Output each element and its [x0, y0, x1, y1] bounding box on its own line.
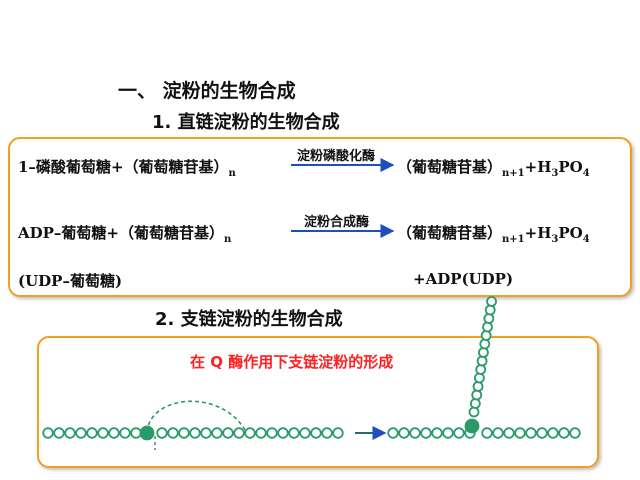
reaction1-reactants: 1–磷酸葡萄糖+（葡萄糖苷基）n	[18, 156, 236, 179]
glucose-unit	[53, 427, 65, 439]
glucose-unit	[476, 355, 488, 367]
glucose-unit	[310, 427, 322, 439]
glucose-unit	[200, 427, 212, 439]
glucose-unit	[484, 304, 496, 316]
glucose-unit	[266, 427, 278, 439]
glucose-unit	[468, 406, 480, 418]
glucose-unit	[130, 427, 142, 439]
reaction1-enzyme: 淀粉磷酸化酶	[297, 149, 376, 164]
glucose-unit	[42, 427, 54, 439]
glucose-unit	[473, 372, 485, 384]
reaction2-reactants: ADP–葡萄糖+（葡萄糖苷基）n	[18, 222, 231, 245]
section-heading-main: 一、 淀粉的生物合成	[118, 80, 296, 102]
reaction1-product-h: +H	[524, 158, 552, 176]
glucose-unit	[479, 338, 491, 350]
reaction2-alt-reactant: (UDP–葡萄糖)	[18, 272, 123, 290]
glucose-unit	[288, 427, 300, 439]
glucose-unit	[486, 296, 497, 307]
branch-point-unit	[139, 425, 155, 441]
glucose-unit	[475, 364, 487, 375]
reaction1-product-po: PO	[558, 158, 583, 176]
glucose-unit	[442, 427, 454, 439]
reaction1-product-sub2: 4	[582, 168, 590, 179]
reaction1-left-text: 1–磷酸葡萄糖+（葡萄糖苷基）	[18, 158, 229, 176]
glucose-unit	[277, 427, 289, 439]
glucose-unit	[299, 427, 311, 439]
transfer-curve	[146, 400, 246, 433]
glucose-unit	[569, 427, 581, 439]
reaction1-products: （葡萄糖苷基）n+1+H3PO4	[397, 156, 590, 179]
glucose-unit	[514, 427, 526, 439]
glucose-unit	[471, 389, 483, 401]
glucose-unit	[492, 427, 504, 439]
glucose-unit	[431, 427, 443, 439]
section-heading-linear: 1. 直链淀粉的生物合成	[152, 112, 340, 133]
glucose-unit	[321, 427, 333, 439]
reaction2-product-sub1: 3	[551, 234, 559, 245]
glucose-unit	[211, 427, 223, 439]
glucose-unit	[420, 427, 432, 439]
glucose-unit	[409, 427, 421, 439]
glucose-unit	[482, 321, 493, 333]
reaction1-right-text: （葡萄糖苷基）	[397, 158, 503, 176]
glucose-unit	[119, 427, 131, 439]
glucose-unit	[332, 427, 344, 439]
glucose-unit	[536, 427, 548, 439]
glucose-unit	[387, 427, 399, 439]
glucose-unit	[222, 427, 234, 439]
glucose-unit	[167, 427, 179, 439]
section-heading-branch: 2. 支链淀粉的生物合成	[155, 309, 343, 330]
reaction2-left-sub: n	[224, 234, 232, 245]
glucose-unit	[64, 427, 76, 439]
glucose-unit	[398, 427, 410, 439]
glucose-unit	[233, 427, 245, 439]
glucose-unit	[178, 427, 190, 439]
reaction1-right-sub: n+1	[502, 168, 525, 179]
branch-point-unit	[464, 418, 480, 434]
glucose-unit	[472, 381, 484, 392]
glucose-unit	[481, 427, 493, 439]
reaction2-alt-product: +ADP(UDP)	[413, 270, 514, 288]
glucose-unit	[244, 427, 256, 439]
glucose-unit	[483, 313, 495, 324]
branch-synthesis-box	[37, 336, 599, 468]
reaction1-left-sub: n	[228, 168, 236, 179]
reaction2-left-text: ADP–葡萄糖+（葡萄糖苷基）	[18, 224, 224, 242]
linear-synthesis-box	[8, 137, 632, 297]
glucose-unit	[558, 427, 570, 439]
reaction2-enzyme: 淀粉合成酶	[304, 215, 370, 230]
glucose-unit	[156, 427, 168, 439]
reaction1-product-sub1: 3	[551, 168, 559, 179]
reaction2-product-h: +H	[524, 224, 552, 242]
branch-panel-title: 在 Q 酶作用下支链淀粉的形成	[190, 353, 394, 371]
glucose-unit	[86, 427, 98, 439]
reaction2-right-sub: n+1	[502, 234, 525, 245]
glucose-unit	[478, 347, 489, 358]
glucose-unit	[547, 427, 559, 439]
reaction2-product-sub2: 4	[582, 234, 590, 245]
reaction2-right-text: （葡萄糖苷基）	[397, 224, 503, 242]
reaction2-product-po: PO	[558, 224, 583, 242]
glucose-unit	[453, 427, 465, 439]
glucose-unit	[503, 427, 515, 439]
glucose-unit	[525, 427, 537, 439]
glucose-unit	[75, 427, 87, 439]
reaction2-products: （葡萄糖苷基）n+1+H3PO4	[397, 222, 590, 245]
glucose-unit	[108, 427, 120, 439]
glucose-chains	[42, 296, 581, 441]
glucose-unit	[255, 427, 267, 439]
glucose-unit	[189, 427, 201, 439]
glucose-unit	[480, 330, 492, 341]
glucose-unit	[97, 427, 109, 439]
glucose-unit	[469, 398, 481, 409]
